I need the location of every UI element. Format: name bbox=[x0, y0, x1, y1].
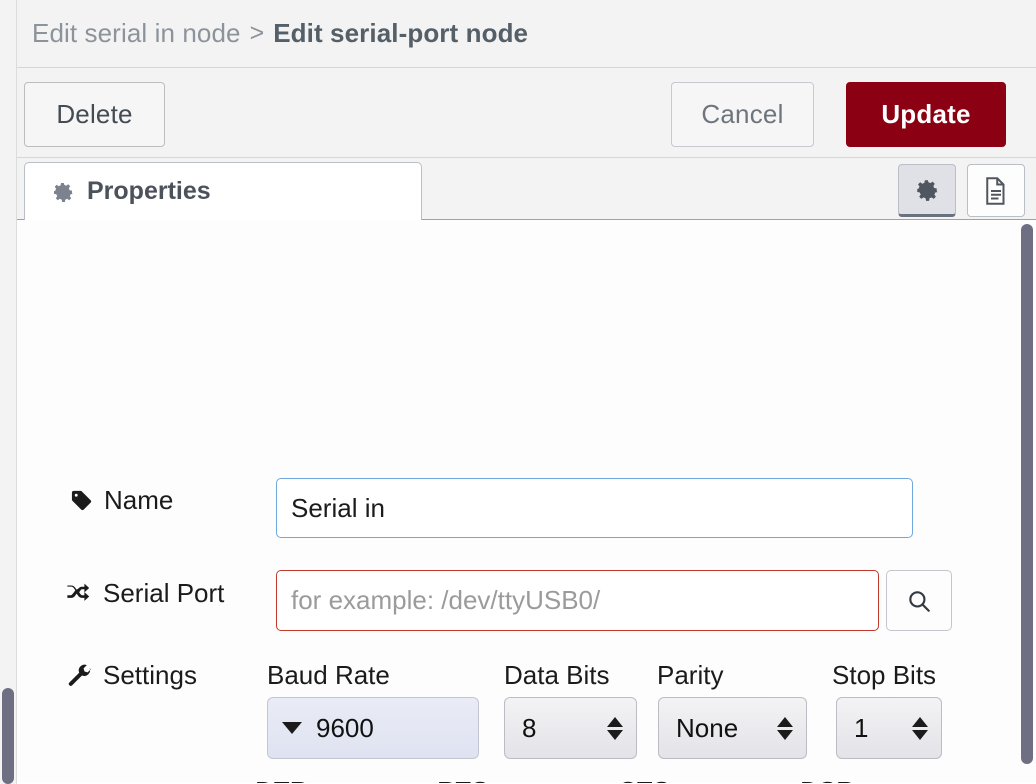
spinner-arrows-icon bbox=[607, 716, 623, 740]
settings-label-text: Settings bbox=[103, 660, 197, 690]
search-icon bbox=[906, 588, 932, 614]
panel-scrollbar[interactable] bbox=[1020, 224, 1034, 779]
baud-rate-select[interactable]: 9600 bbox=[267, 697, 479, 759]
parity-select[interactable]: None bbox=[658, 697, 807, 759]
stop-bits-header: Stop Bits bbox=[832, 660, 937, 690]
page-scrollbar-thumb[interactable] bbox=[2, 688, 14, 784]
delete-button[interactable]: Delete bbox=[24, 82, 165, 147]
chevron-down-icon bbox=[282, 722, 302, 734]
data-bits-header: Data Bits bbox=[504, 660, 610, 690]
spinner-arrows-icon bbox=[912, 716, 928, 740]
shuffle-icon bbox=[65, 582, 92, 606]
tab-properties[interactable]: Properties bbox=[24, 162, 422, 221]
stop-bits-select[interactable]: 1 bbox=[836, 697, 942, 759]
tab-settings-icon-button[interactable] bbox=[898, 164, 956, 217]
parity-value: None bbox=[676, 712, 739, 743]
stop-bits-value: 1 bbox=[854, 712, 869, 743]
document-icon bbox=[983, 176, 1009, 206]
breadcrumb: Edit serial in node > Edit serial-port n… bbox=[17, 0, 1036, 68]
serial-port-label-text: Serial Port bbox=[103, 578, 225, 608]
data-bits-select[interactable]: 8 bbox=[504, 697, 637, 759]
settings-label: Settings bbox=[67, 660, 197, 691]
parity-header: Parity bbox=[657, 660, 724, 690]
gear-icon bbox=[51, 180, 75, 204]
serial-port-label: Serial Port bbox=[65, 578, 224, 609]
dialog-shell: Edit serial in node > Edit serial-port n… bbox=[17, 0, 1036, 784]
breadcrumb-separator: > bbox=[249, 19, 265, 47]
action-bar: Delete Cancel Update bbox=[17, 68, 1036, 158]
serial-port-search-button[interactable] bbox=[886, 570, 952, 631]
data-bits-value: 8 bbox=[522, 712, 537, 743]
page-scrollbar[interactable] bbox=[0, 0, 17, 784]
cancel-button[interactable]: Cancel bbox=[671, 82, 814, 147]
baud-rate-value: 9600 bbox=[316, 712, 374, 743]
gear-icon bbox=[914, 177, 940, 203]
dsr-header: DSR bbox=[800, 776, 855, 783]
tag-icon bbox=[70, 489, 93, 512]
serial-port-input[interactable] bbox=[276, 570, 879, 631]
rts-header: RTS bbox=[437, 776, 489, 783]
spinner-arrows-icon bbox=[777, 716, 793, 740]
panel-scrollbar-thumb[interactable] bbox=[1021, 224, 1033, 764]
name-label-text: Name bbox=[104, 485, 174, 515]
tab-description-icon-button[interactable] bbox=[967, 164, 1025, 217]
cts-header: CTS bbox=[618, 776, 670, 783]
wrench-icon bbox=[67, 663, 92, 688]
baud-rate-header: Baud Rate bbox=[267, 660, 390, 690]
dtr-header: DTR bbox=[255, 776, 308, 783]
tab-properties-label: Properties bbox=[87, 177, 211, 205]
breadcrumb-current: Edit serial-port node bbox=[273, 18, 529, 48]
breadcrumb-parent[interactable]: Edit serial in node bbox=[32, 18, 241, 48]
name-input[interactable] bbox=[276, 478, 913, 538]
update-button[interactable]: Update bbox=[846, 82, 1006, 147]
tab-strip: Properties bbox=[17, 158, 1036, 221]
name-label: Name bbox=[70, 485, 173, 516]
properties-panel: Name Serial Port bbox=[17, 220, 1036, 783]
